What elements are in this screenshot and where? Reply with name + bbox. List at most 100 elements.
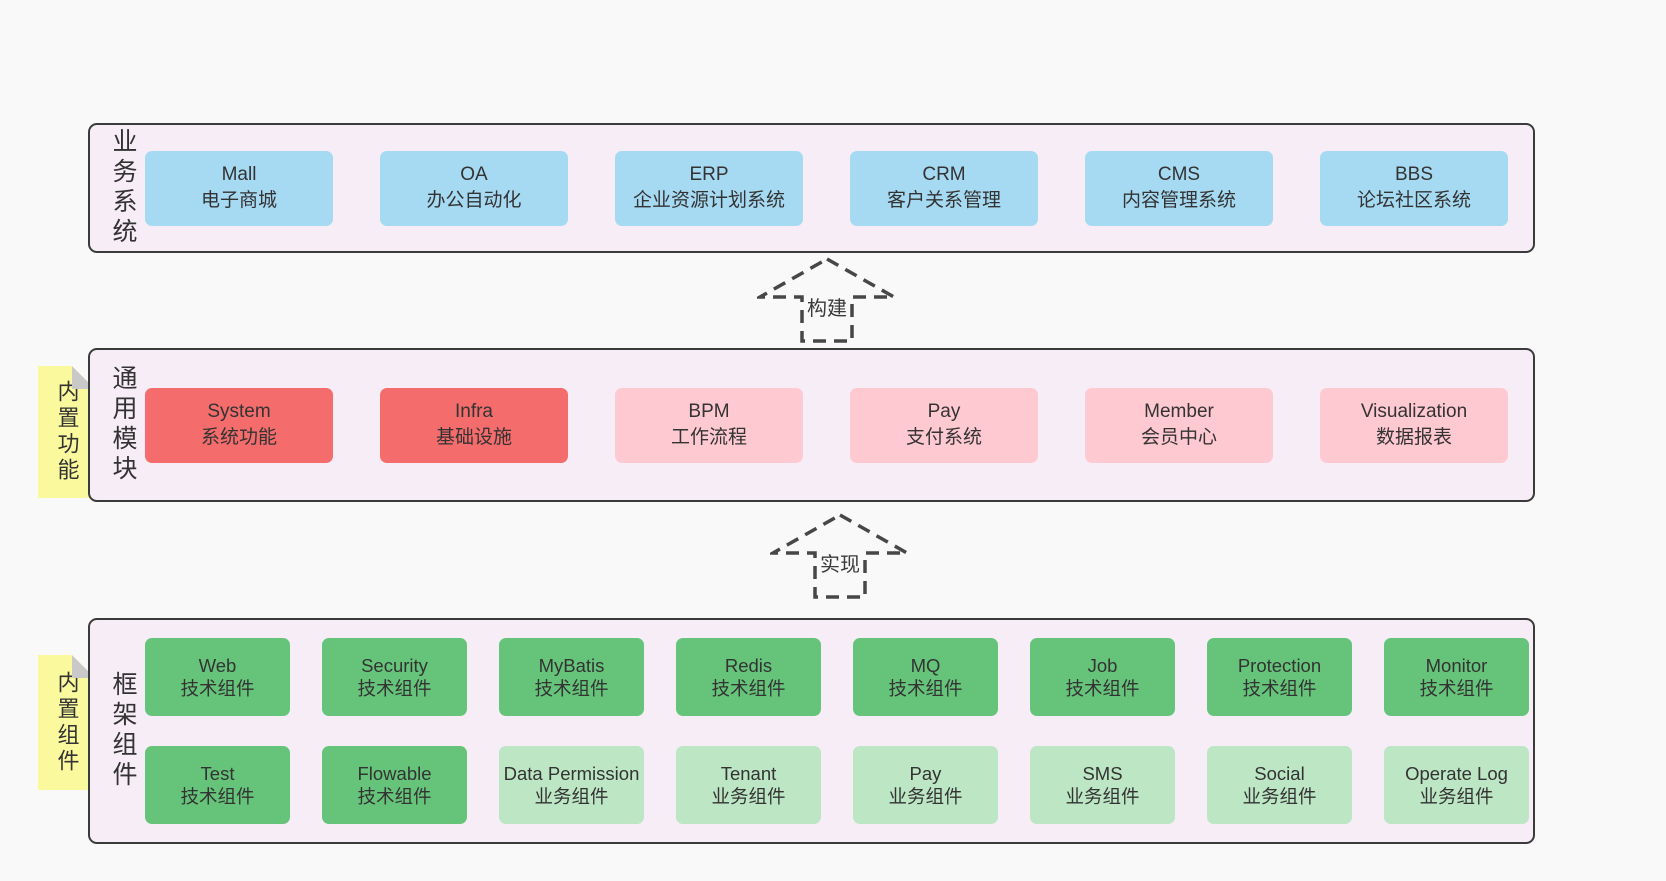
box-protection: Protection 技术组件 <box>1207 638 1352 716</box>
box-subtitle: 论坛社区系统 <box>1356 190 1471 211</box>
box-title: Visualization <box>1360 401 1468 423</box>
box-operate-log: Operate Log 业务组件 <box>1384 746 1529 824</box>
box-subtitle: 技术组件 <box>180 678 255 699</box>
arrow-implement: 实现 <box>770 512 910 600</box>
box-subtitle: 业务组件 <box>1419 786 1494 807</box>
box-subtitle: 技术组件 <box>180 786 255 807</box>
box-crm: CRM 客户关系管理 <box>850 150 1038 226</box>
box-title: Protection <box>1237 654 1322 676</box>
box-title: Pay <box>927 401 961 423</box>
arrow-label: 构建 <box>804 292 850 321</box>
box-title: CRM <box>922 164 966 186</box>
box-title: Security <box>361 654 428 676</box>
box-mybatis: MyBatis 技术组件 <box>499 638 644 716</box>
box-member: Member 会员中心 <box>1085 387 1273 463</box>
modules-box-row: System 系统功能 Infra 基础设施 BPM 工作流程 Pay 支付系统… <box>145 387 1508 463</box>
sticky-label: 内置功能 <box>54 380 80 484</box>
box-subtitle: 办公自动化 <box>426 190 522 211</box>
box-title: Operate Log <box>1405 762 1508 784</box>
arrow-up-icon <box>770 512 910 599</box>
box-social: Social 业务组件 <box>1207 746 1352 824</box>
box-subtitle: 技术组件 <box>888 678 963 699</box>
box-title: MQ <box>910 654 941 676</box>
box-subtitle: 技术组件 <box>357 786 432 807</box>
box-pay-component: Pay 业务组件 <box>853 746 998 824</box>
section-label: 通用模块 <box>109 365 137 485</box>
components-rows: Web 技术组件 Security 技术组件 MyBatis 技术组件 Redi… <box>145 638 1529 824</box>
box-mq: MQ 技术组件 <box>853 638 998 716</box>
box-subtitle: 系统功能 <box>200 427 277 448</box>
arrow-up-icon <box>757 256 897 343</box>
components-row-2: Test 技术组件 Flowable 技术组件 Data Permission … <box>145 746 1529 824</box>
sticky-note-built-in-features: 内置功能 <box>38 366 95 498</box>
box-data-permission: Data Permission 业务组件 <box>499 746 644 824</box>
box-title: MyBatis <box>538 654 605 676</box>
section-common-modules: 通用模块 System 系统功能 Infra 基础设施 BPM 工作流程 Pay… <box>88 348 1535 502</box>
box-title: Pay <box>909 762 942 784</box>
box-sms: SMS 业务组件 <box>1030 746 1175 824</box>
box-subtitle: 业务组件 <box>1242 786 1317 807</box>
box-subtitle: 技术组件 <box>1065 678 1140 699</box>
box-title: Infra <box>454 401 494 423</box>
box-bbs: BBS 论坛社区系统 <box>1320 150 1508 226</box>
box-title: Data Permission <box>503 762 640 784</box>
box-subtitle: 技术组件 <box>1242 678 1317 699</box>
box-job: Job 技术组件 <box>1030 638 1175 716</box>
arrow-label: 实现 <box>817 548 863 577</box>
box-web: Web 技术组件 <box>145 638 290 716</box>
box-subtitle: 业务组件 <box>888 786 963 807</box>
box-subtitle: 业务组件 <box>534 786 609 807</box>
box-subtitle: 内容管理系统 <box>1121 190 1236 211</box>
box-pay-module: Pay 支付系统 <box>850 387 1038 463</box>
box-subtitle: 客户关系管理 <box>886 190 1001 211</box>
box-subtitle: 技术组件 <box>1419 678 1494 699</box>
box-title: Job <box>1087 654 1118 676</box>
box-title: ERP <box>689 164 729 186</box>
section-framework-components: 框架组件 Web 技术组件 Security 技术组件 MyBatis 技术组件… <box>88 618 1535 844</box>
box-flowable: Flowable 技术组件 <box>322 746 467 824</box>
box-infra: Infra 基础设施 <box>380 387 568 463</box>
box-mall: Mall 电子商城 <box>145 150 333 226</box>
section-label: 框架组件 <box>109 671 137 791</box>
box-system: System 系统功能 <box>145 387 333 463</box>
box-subtitle: 会员中心 <box>1140 427 1217 448</box>
box-title: OA <box>460 164 488 186</box>
box-oa: OA 办公自动化 <box>380 150 568 226</box>
box-subtitle: 业务组件 <box>1065 786 1140 807</box>
box-title: Web <box>198 654 237 676</box>
box-title: Flowable <box>357 762 432 784</box>
box-redis: Redis 技术组件 <box>676 638 821 716</box>
box-subtitle: 支付系统 <box>905 427 982 448</box>
box-subtitle: 数据报表 <box>1375 427 1452 448</box>
box-subtitle: 工作流程 <box>670 427 747 448</box>
box-subtitle: 业务组件 <box>711 786 786 807</box>
sticky-note-built-in-components: 内置组件 <box>38 655 95 790</box>
box-title: Monitor <box>1425 654 1488 676</box>
box-subtitle: 技术组件 <box>357 678 432 699</box>
section-label: 业务系统 <box>109 128 137 248</box>
box-title: Test <box>200 762 235 784</box>
box-title: SMS <box>1082 762 1123 784</box>
box-subtitle: 企业资源计划系统 <box>632 190 785 211</box>
box-title: Redis <box>724 654 773 676</box>
box-title: CMS <box>1157 164 1201 186</box>
section-business-systems: 业务系统 Mall 电子商城 OA 办公自动化 ERP 企业资源计划系统 CRM… <box>88 123 1535 253</box>
box-monitor: Monitor 技术组件 <box>1384 638 1529 716</box>
box-title: Tenant <box>720 762 777 784</box>
sticky-label: 内置组件 <box>54 670 80 775</box>
box-title: Member <box>1144 401 1214 423</box>
box-subtitle: 电子商城 <box>200 190 277 211</box>
box-subtitle: 技术组件 <box>711 678 786 699</box>
box-title: System <box>207 401 271 423</box>
box-tenant: Tenant 业务组件 <box>676 746 821 824</box>
components-row-1: Web 技术组件 Security 技术组件 MyBatis 技术组件 Redi… <box>145 638 1529 716</box>
box-title: Social <box>1254 762 1305 784</box>
arrow-build: 构建 <box>757 256 897 344</box>
box-title: BPM <box>688 401 730 423</box>
box-bpm: BPM 工作流程 <box>615 387 803 463</box>
box-security: Security 技术组件 <box>322 638 467 716</box>
business-box-row: Mall 电子商城 OA 办公自动化 ERP 企业资源计划系统 CRM 客户关系… <box>145 150 1508 226</box>
box-title: BBS <box>1394 164 1434 186</box>
box-subtitle: 基础设施 <box>435 427 512 448</box>
